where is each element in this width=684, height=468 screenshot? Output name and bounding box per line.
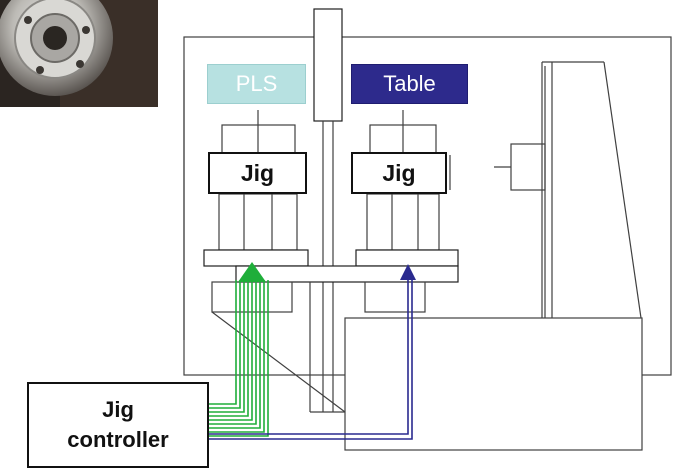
blue-arrow-head [400, 264, 416, 280]
right-jig-body [366, 193, 440, 251]
spindle-photo [0, 0, 158, 107]
green-signal-bundle [209, 280, 269, 437]
green-arrow-head [238, 262, 266, 282]
table-label: Table [351, 64, 468, 104]
blue-signal-line [209, 280, 413, 440]
table-beam [235, 265, 459, 283]
jig-controller-box: Jig controller [27, 382, 209, 468]
jig-left-label: Jig [208, 152, 307, 194]
pls-label: PLS [207, 64, 306, 104]
machine-base [344, 317, 643, 451]
side-clamp-block [510, 143, 546, 191]
right-jig-base [355, 249, 459, 267]
left-jig-base [203, 249, 309, 267]
controller-label-line1: Jig [102, 397, 134, 422]
left-jig-body [218, 193, 298, 251]
spindle-column-top [313, 8, 343, 122]
controller-label-line2: controller [67, 427, 169, 452]
jig-right-label: Jig [351, 152, 447, 194]
